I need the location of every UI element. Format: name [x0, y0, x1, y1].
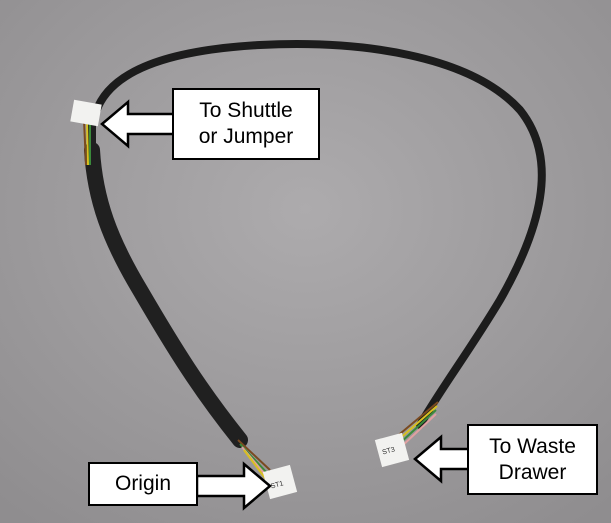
callout-text: To Shuttle [199, 99, 293, 122]
callout-text: Origin [114, 472, 172, 495]
connector-origin [262, 464, 298, 500]
callout-to-shuttle: To Shuttle or Jumper [172, 88, 320, 160]
callout-text: or Jumper [198, 125, 294, 148]
connector-top [70, 99, 102, 127]
cable [92, 40, 546, 429]
connector-label-waste: ST3 [382, 446, 396, 456]
callout-text: Drawer [498, 460, 567, 484]
callout-origin: Origin [88, 462, 198, 506]
connector-label-origin: ST1 [270, 480, 284, 490]
callout-text: To Waste [489, 434, 576, 458]
wires-waste [394, 401, 439, 448]
cable-sheath [84, 142, 248, 448]
wires-top [83, 119, 91, 166]
connector-waste [374, 432, 410, 468]
